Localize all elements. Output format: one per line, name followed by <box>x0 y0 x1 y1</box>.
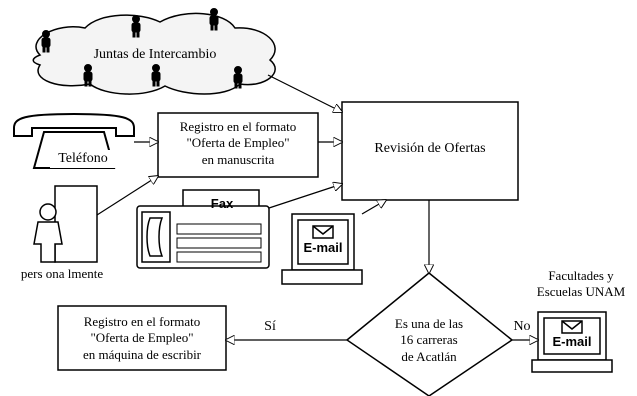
register-typed-line2: "Oferta de Empleo" <box>90 330 194 346</box>
register-typed-box <box>57 305 227 371</box>
phone-label: Teléfono <box>50 150 116 168</box>
faculties-label: Facultades y Escuelas UNAM <box>526 268 636 301</box>
register-typed-line3: en máquina de escribir <box>82 346 202 362</box>
person-label: pers ona lmente <box>20 266 104 281</box>
connectors <box>96 74 538 340</box>
register-handwritten-line2: "Oferta de Empleo" <box>186 135 290 151</box>
faculties-line2: Escuelas UNAM <box>536 284 626 300</box>
decision-text: Es una de las 16 carreras de Acatlán <box>371 316 487 365</box>
computer-right-icon <box>531 311 613 373</box>
register-typed-line1: Registro en el formato <box>83 314 201 329</box>
review-offers-label: Revisión de Ofertas <box>374 141 486 156</box>
no-label: No <box>513 319 531 334</box>
register-handwritten-text: Registro en el formato "Oferta de Empleo… <box>158 119 318 168</box>
fax-icon <box>136 189 270 269</box>
cloud-shape <box>32 12 276 95</box>
review-offers-box <box>341 101 519 201</box>
cloud-label: Juntas de Intercambio <box>93 47 217 62</box>
computer-center-icon <box>281 213 363 285</box>
faculties-line1: Facultades y <box>548 268 614 283</box>
email-center-label: E-mail <box>303 240 343 255</box>
people-figures <box>41 8 243 89</box>
decision-diamond <box>345 272 514 396</box>
person-icon <box>33 185 98 263</box>
decision-line1: Es una de las <box>394 316 464 331</box>
register-handwritten-box <box>157 112 319 178</box>
register-handwritten-line1: Registro en el formato <box>179 119 297 134</box>
decision-line3: de Acatlán <box>401 348 457 364</box>
fax-label: Fax <box>210 196 234 211</box>
register-handwritten-line3: en manuscrita <box>201 151 275 167</box>
decision-line2: 16 carreras <box>400 332 458 348</box>
email-right-label: E-mail <box>552 334 592 349</box>
yes-label: Sí <box>264 319 276 334</box>
register-typed-text: Registro en el formato "Oferta de Empleo… <box>58 314 226 363</box>
